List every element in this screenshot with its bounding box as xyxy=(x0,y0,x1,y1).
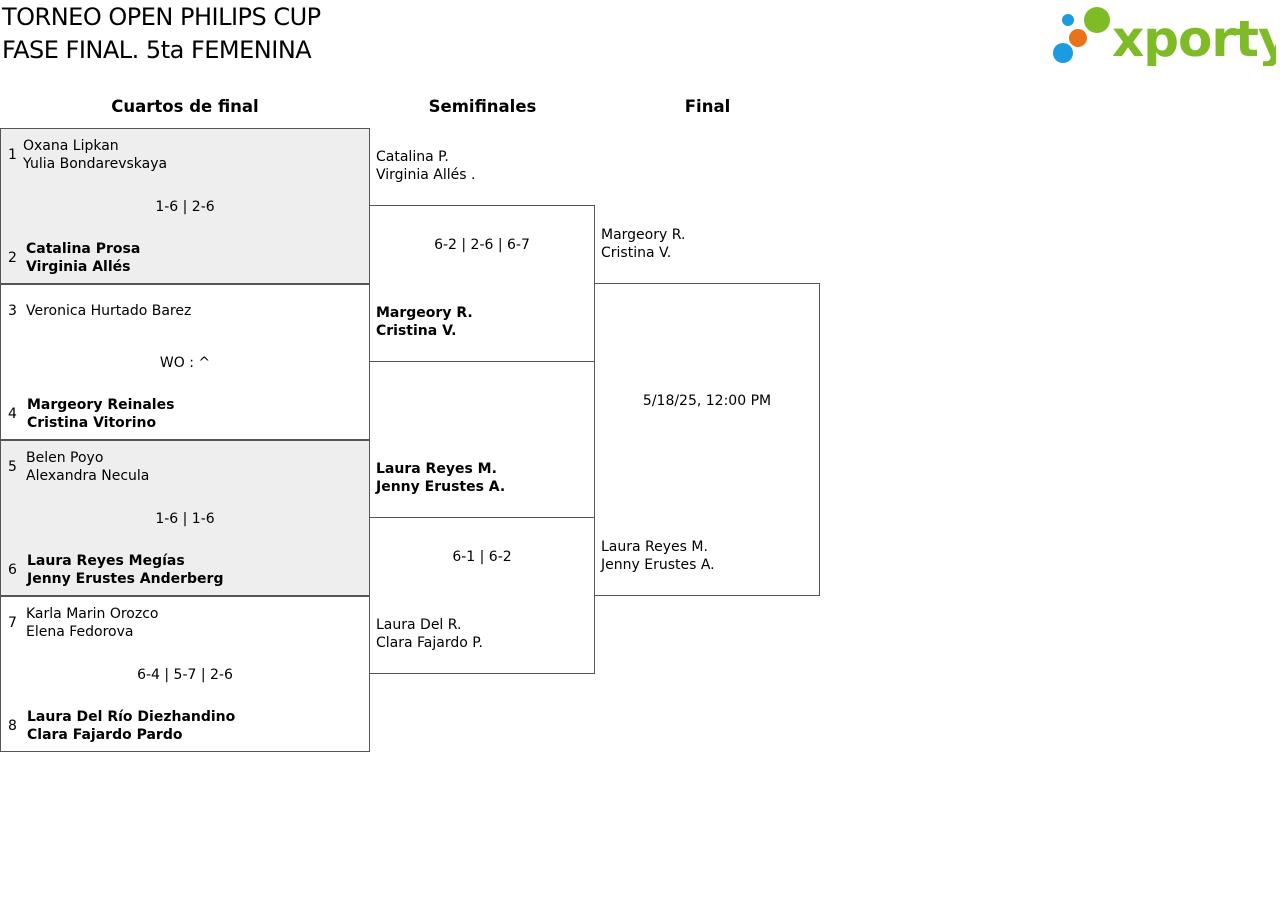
team-bottom-winner: Catalina Prosa Virginia Allés xyxy=(26,240,140,276)
team-bottom-winner: Margeory Reinales Cristina Vitorino xyxy=(27,396,174,432)
player-name: Catalina Prosa xyxy=(26,241,141,257)
player-name: Belen Poyo xyxy=(26,450,104,466)
player-name: Virginia Allés xyxy=(26,259,131,275)
team-top: Oxana Lipkan Yulia Bondarevskaya xyxy=(23,137,167,173)
player-name: Veronica Hurtado Barez xyxy=(26,303,192,319)
player-name: Laura Reyes M. xyxy=(601,539,708,555)
player-name: Karla Marin Orozco xyxy=(26,606,159,622)
semifinal-2-team-top-winner: Laura Reyes M. Jenny Erustes A. xyxy=(376,460,505,496)
column-header-quarterfinals: Cuartos de final xyxy=(111,97,259,116)
player-name: Jenny Erustes A. xyxy=(376,479,506,495)
player-name: Jenny Erustes A. xyxy=(601,557,715,573)
team-bottom-winner: Margeory R. Cristina V. xyxy=(376,304,473,340)
player-name: Margeory R. xyxy=(376,305,473,321)
player-name: Yulia Bondarevskaya xyxy=(23,156,168,172)
final-match[interactable]: 5/18/25, 12:00 PM Laura Reyes M. Jenny E… xyxy=(594,283,820,596)
phase-subtitle: FASE FINAL. 5ta FEMENINA xyxy=(2,36,312,64)
player-name: Clara Fajardo P. xyxy=(376,635,483,651)
seed-number: 2 xyxy=(8,250,17,266)
team-top: Belen Poyo Alexandra Necula xyxy=(26,449,149,485)
final-team-bottom: Laura Reyes M. Jenny Erustes A. xyxy=(601,538,715,574)
match-datetime: 5/18/25, 12:00 PM xyxy=(642,393,772,409)
seed-number: 7 xyxy=(8,615,17,631)
match-score: WO : ^ xyxy=(159,355,211,371)
team-bottom-winner: Laura Del Río Diezhandino Clara Fajardo … xyxy=(27,708,235,744)
quarterfinal-match-4[interactable]: 7 Karla Marin Orozco Elena Fedorova 6-4 … xyxy=(0,596,370,752)
player-name: Margeory R. xyxy=(601,227,686,243)
xporty-logo: xporty xyxy=(1053,7,1276,66)
logo-dot-blue-large xyxy=(1053,43,1073,63)
seed-number: 4 xyxy=(8,406,17,422)
match-score: 6-1 | 6-2 xyxy=(452,549,512,565)
team-bottom: Laura Del R. Clara Fajardo P. xyxy=(376,616,483,652)
semifinal-match-2[interactable]: 6-1 | 6-2 Laura Del R. Clara Fajardo P. xyxy=(369,517,595,674)
semifinal-match-1[interactable]: 6-2 | 2-6 | 6-7 Margeory R. Cristina V. xyxy=(369,205,595,362)
semifinal-1-team-top: Catalina P. Virginia Allés . xyxy=(376,148,475,184)
player-name: Catalina P. xyxy=(376,149,449,165)
player-name: Cristina V. xyxy=(601,245,672,261)
player-name: Elena Fedorova xyxy=(26,624,134,640)
match-score: 1-6 | 2-6 xyxy=(155,199,215,215)
final-team-top: Margeory R. Cristina V. xyxy=(601,226,685,262)
seed-number: 8 xyxy=(8,718,17,734)
player-name: Cristina Vitorino xyxy=(27,415,157,431)
logo-dot-orange xyxy=(1069,29,1087,47)
seed-number: 5 xyxy=(8,459,17,475)
player-name: Laura Reyes Megías xyxy=(27,553,185,569)
logo-dot-green xyxy=(1084,7,1110,33)
tournament-title: TORNEO OPEN PHILIPS CUP xyxy=(2,3,321,31)
player-name: Oxana Lipkan xyxy=(23,138,119,154)
player-name: Laura Reyes M. xyxy=(376,461,497,477)
player-name: Virginia Allés . xyxy=(376,167,476,183)
player-name: Laura Del R. xyxy=(376,617,462,633)
seed-number: 6 xyxy=(8,562,17,578)
player-name: Laura Del Río Diezhandino xyxy=(27,709,236,725)
seed-number: 3 xyxy=(8,303,17,319)
match-score: 6-2 | 2-6 | 6-7 xyxy=(434,237,530,253)
quarterfinal-match-3[interactable]: 5 Belen Poyo Alexandra Necula 1-6 | 1-6 … xyxy=(0,440,370,596)
column-header-final: Final xyxy=(684,97,731,116)
player-name: Cristina V. xyxy=(376,323,457,339)
quarterfinal-match-1[interactable]: 1 Oxana Lipkan Yulia Bondarevskaya 1-6 |… xyxy=(0,128,370,284)
seed-number: 1 xyxy=(8,147,17,163)
player-name: Jenny Erustes Anderberg xyxy=(27,571,224,587)
team-bottom-winner: Laura Reyes Megías Jenny Erustes Anderbe… xyxy=(27,552,223,588)
team-top: Veronica Hurtado Barez xyxy=(26,302,191,320)
team-top: Karla Marin Orozco Elena Fedorova xyxy=(26,605,158,641)
logo-text: xporty xyxy=(1112,10,1276,66)
player-name: Alexandra Necula xyxy=(26,468,150,484)
column-header-semifinals: Semifinales xyxy=(428,97,537,116)
match-score: 1-6 | 1-6 xyxy=(155,511,215,527)
player-name: Clara Fajardo Pardo xyxy=(27,727,183,743)
player-name: Margeory Reinales xyxy=(27,397,175,413)
logo-dot-blue-small xyxy=(1062,14,1074,26)
match-score: 6-4 | 5-7 | 2-6 xyxy=(137,667,233,683)
quarterfinal-match-2[interactable]: 3 Veronica Hurtado Barez WO : ^ 4 Margeo… xyxy=(0,284,370,440)
